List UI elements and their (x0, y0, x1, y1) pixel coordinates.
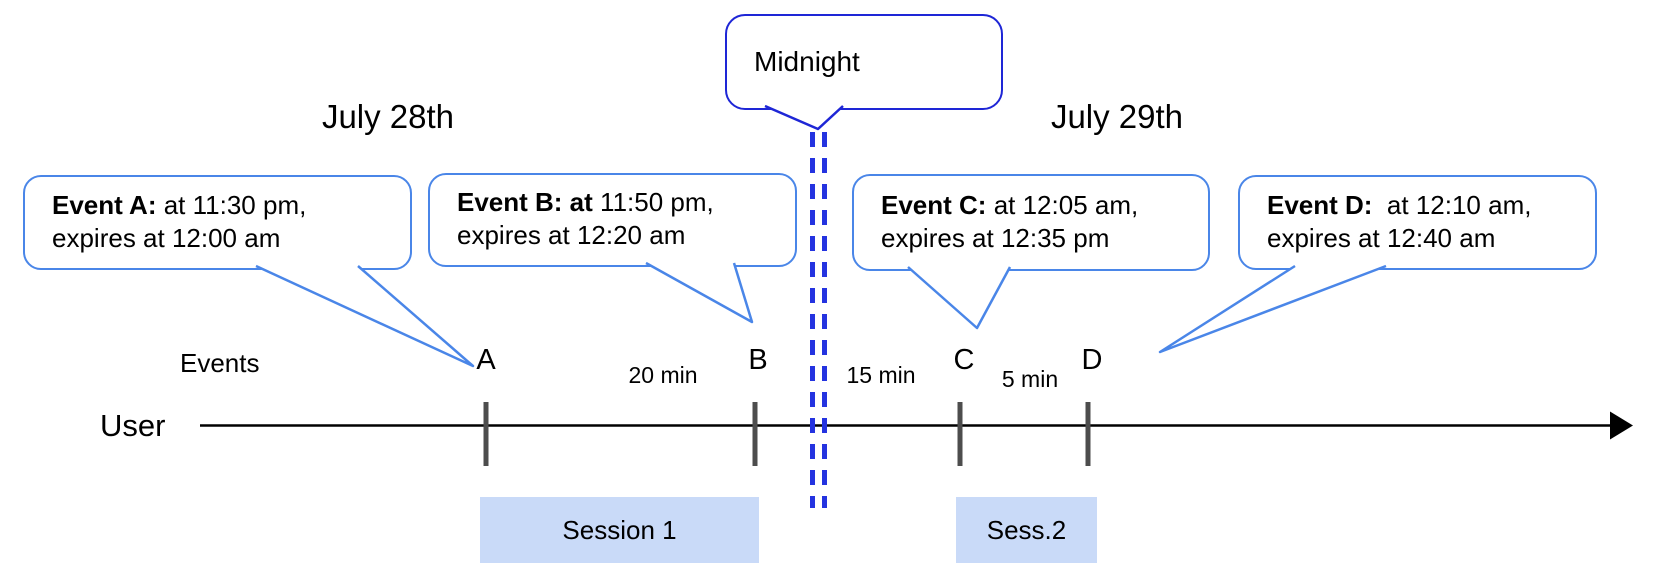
event-d-callout: Event D: at 12:10 am, expires at 12:40 a… (1238, 175, 1597, 270)
event-a-callout: Event A: at 11:30 pm, expires at 12:00 a… (23, 175, 412, 270)
event-a-time-text: at 11:30 pm, (156, 189, 307, 220)
event-c-tail (907, 266, 1012, 330)
event-a-line2: expires at 12:00 am (52, 222, 281, 253)
event-a-line1: Event A: at 11:30 pm, (52, 189, 402, 222)
date-title-july-28: July 28th (321, 98, 455, 135)
event-a-tail (255, 264, 475, 368)
event-c-time-text: at 12:05 am, (986, 189, 1139, 220)
event-d-line2: expires at 12:40 am (1267, 222, 1496, 253)
tick-letter-b: B (748, 344, 768, 376)
midnight-tail (764, 104, 844, 131)
event-b-callout: Event B: at 11:50 pm, expires at 12:20 a… (428, 173, 797, 267)
gap-label-5min: 5 min (1001, 366, 1059, 392)
tick-letter-c: C (953, 344, 975, 376)
event-b-time-text: 11:50 pm, (592, 187, 714, 217)
session-2-box: Sess.2 (956, 497, 1097, 563)
session-2-label: Sess.2 (986, 514, 1067, 545)
timeline-arrowhead-icon (1610, 411, 1633, 440)
gap-label-20min: 20 min (628, 362, 698, 388)
gap-label-15min: 15 min (846, 362, 916, 388)
event-a-bold-label: Event A: (52, 189, 157, 220)
event-c-line2: expires at 12:35 pm (881, 222, 1110, 253)
event-b-tail (645, 261, 754, 324)
events-row-label: Events (180, 348, 260, 378)
event-b-bold-label: Event B: at (457, 187, 593, 217)
event-c-line1: Event C: at 12:05 am, (881, 189, 1200, 222)
user-row-label: User (100, 408, 166, 443)
tick-letter-a: A (476, 344, 496, 376)
session-1-label: Session 1 (562, 514, 677, 545)
event-d-tail (1158, 264, 1387, 354)
midnight-label: Midnight (754, 45, 860, 77)
session-1-box: Session 1 (480, 497, 759, 563)
event-d-bold-label: Event D: (1267, 189, 1373, 220)
event-d-line1: Event D: at 12:10 am, (1267, 189, 1587, 222)
event-d-time-text: at 12:10 am, (1372, 189, 1532, 220)
event-b-line1: Event B: at 11:50 pm, (457, 186, 787, 219)
tick-letter-d: D (1081, 344, 1103, 376)
event-c-bold-label: Event C: (881, 189, 987, 220)
midnight-callout: Midnight (725, 14, 1003, 110)
event-c-callout: Event C: at 12:05 am, expires at 12:35 p… (852, 174, 1210, 271)
event-b-line2: expires at 12:20 am (457, 220, 686, 250)
date-title-july-29: July 29th (1050, 98, 1184, 135)
